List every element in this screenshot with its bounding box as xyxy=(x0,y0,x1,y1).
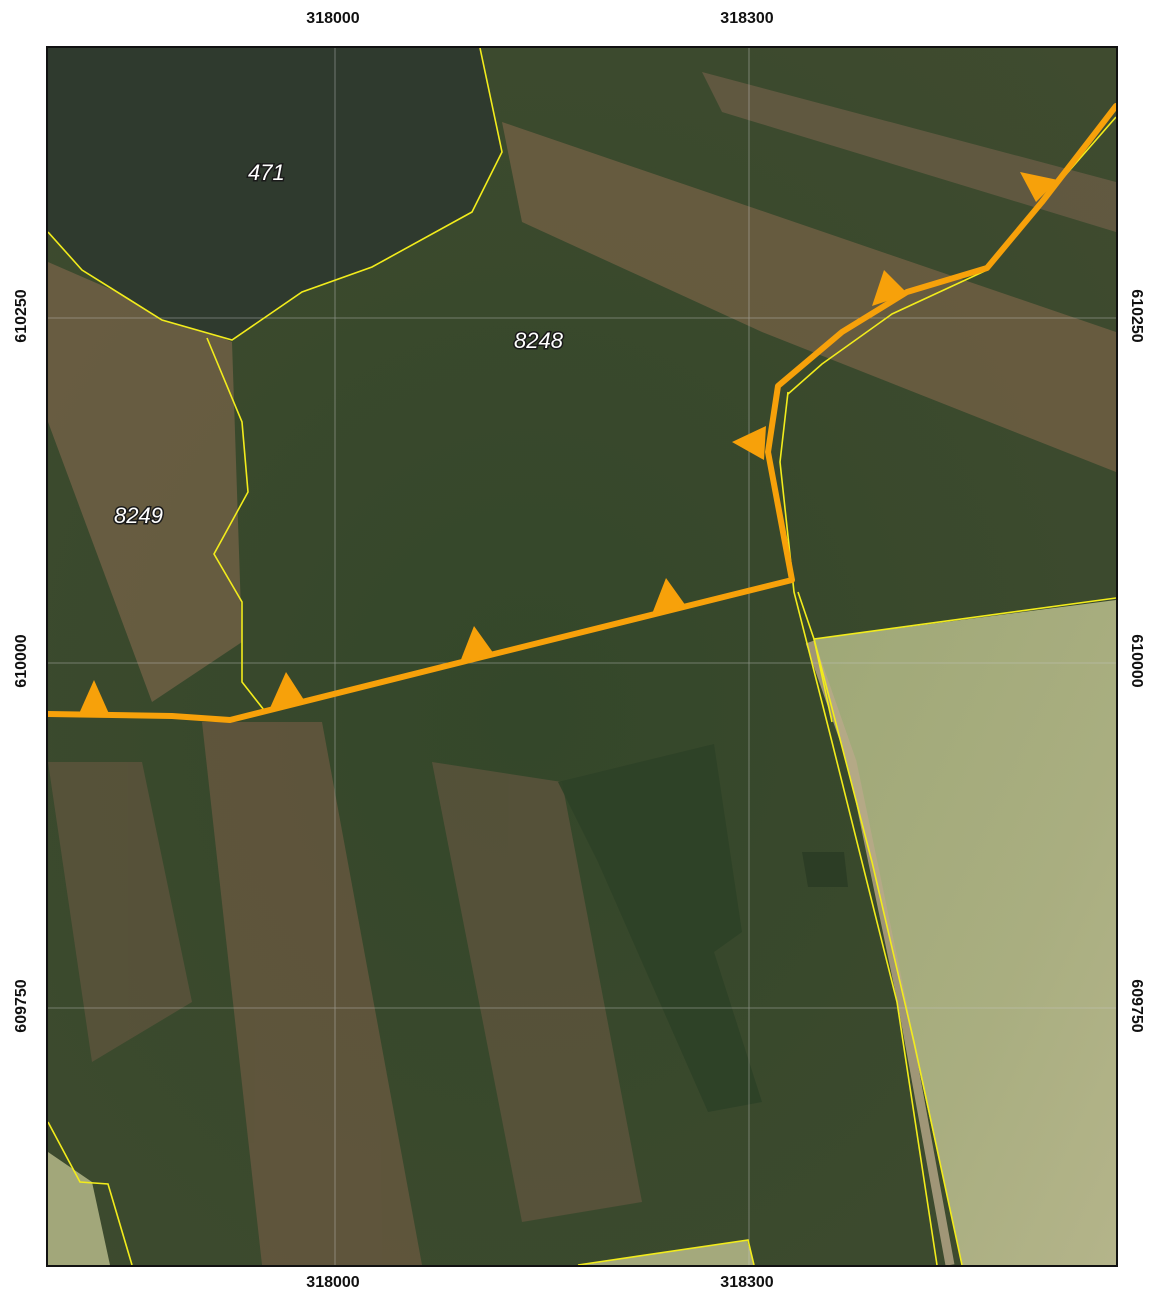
parcel-label-8249: 8249 xyxy=(114,503,163,528)
triangle-marker-icon xyxy=(78,680,110,716)
aerial-map-canvas: 471 8248 8249 xyxy=(48,48,1116,1265)
southwest-boundary xyxy=(48,1121,133,1265)
route-markers xyxy=(78,172,1058,716)
y-tick-left-610000: 610000 xyxy=(13,634,30,688)
aerial-map[interactable]: 471 8248 8249 xyxy=(46,46,1118,1267)
tree-clump xyxy=(802,852,848,887)
y-tick-right-609750: 609750 xyxy=(1128,979,1145,1033)
field-boundary xyxy=(813,597,1116,640)
pine-plantation xyxy=(558,744,762,1112)
y-tick-left-610250: 610250 xyxy=(13,289,30,343)
clearing-strip xyxy=(202,722,422,1265)
x-tick-top-318000: 318000 xyxy=(306,10,360,27)
clearing-strip xyxy=(48,262,242,702)
clearing-strips xyxy=(48,72,1116,1265)
x-tick-bottom-318000: 318000 xyxy=(306,1274,360,1291)
clearing-strip xyxy=(502,122,1116,472)
clearing-strip xyxy=(702,72,1116,232)
triangle-marker-icon xyxy=(652,578,686,614)
coordinate-grid xyxy=(48,48,1116,1265)
y-tick-right-610250: 610250 xyxy=(1128,289,1145,343)
x-tick-bottom-318300: 318300 xyxy=(720,1274,774,1291)
clearing-strip xyxy=(48,762,192,1062)
field-bottom-left xyxy=(48,1152,110,1265)
y-tick-left-609750: 609750 xyxy=(13,979,30,1033)
route-line xyxy=(48,103,1116,723)
agricultural-field xyxy=(814,600,1116,1265)
triangle-marker-icon xyxy=(270,672,304,708)
triangle-marker-icon xyxy=(1020,172,1058,202)
parcel-label-471: 471 xyxy=(248,160,285,185)
y-tick-right-610000: 610000 xyxy=(1128,634,1145,688)
lake-471 xyxy=(48,48,502,340)
clearing-strip xyxy=(432,762,642,1222)
lake-boundary xyxy=(48,48,503,341)
parcel-8249-boundary xyxy=(206,337,265,711)
triangle-marker-icon xyxy=(460,626,494,662)
triangle-marker-icon xyxy=(872,270,908,306)
parcel-label-8248: 8248 xyxy=(514,328,564,353)
x-tick-top-318300: 318300 xyxy=(720,10,774,27)
triangle-marker-icon xyxy=(732,426,766,460)
south-boundary xyxy=(577,1239,755,1265)
road-boundary-east-lower xyxy=(797,591,963,1265)
road-boundary-west xyxy=(779,391,938,1265)
field-inner-edge xyxy=(813,638,833,723)
